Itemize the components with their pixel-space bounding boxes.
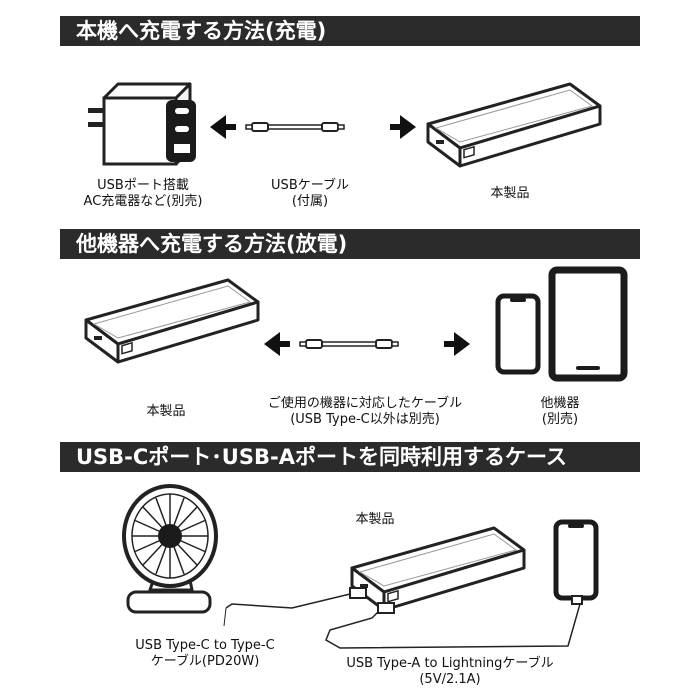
cable-c-label: USB Type-C to Type-C ケーブル(PD20W) [135, 638, 275, 669]
arrow-right-icon [444, 332, 470, 356]
usb-cable-icon [245, 122, 345, 132]
adapter-label: USBポート搭載 AC充電器など(別売) [83, 178, 203, 209]
usb-cable-icon [299, 339, 399, 349]
usb-a-cable-line [325, 599, 581, 649]
arrow-right-icon [390, 115, 416, 139]
cable-a-label: USB Type-A to Lightningケーブル (5V/2.1A) [346, 656, 554, 687]
section-title-discharge: 他機器へ充電する方法(放電) [60, 229, 640, 259]
power-bank-icon [426, 82, 602, 168]
arrow-left-icon [264, 332, 290, 356]
arrow-left-icon [210, 115, 236, 139]
smartphone-icon [553, 519, 599, 601]
section-title-dual: USB-Cポート･USB-Aポートを同時利用するケース [60, 442, 640, 472]
other-device-label: 他機器 (別売) [540, 396, 580, 427]
device-label: 本製品 [146, 404, 186, 419]
cable-label: ご使用の機器に対応したケーブル (USB Type-C以外は別売) [267, 396, 463, 427]
section-title-charge: 本機へ充電する方法(充電) [60, 16, 640, 46]
device-label: 本製品 [355, 512, 395, 527]
tablet-icon [548, 266, 628, 382]
device-label: 本製品 [490, 186, 530, 201]
cable-c-leader-line [223, 607, 227, 627]
usb-c-cable-line [225, 593, 351, 609]
power-bank-icon [350, 526, 526, 612]
smartphone-icon [495, 293, 541, 375]
power-bank-icon [84, 278, 260, 364]
cable-label: USBケーブル (付属) [271, 178, 349, 209]
ac-adapter-icon [88, 82, 196, 166]
desk-fan-icon [122, 484, 218, 614]
